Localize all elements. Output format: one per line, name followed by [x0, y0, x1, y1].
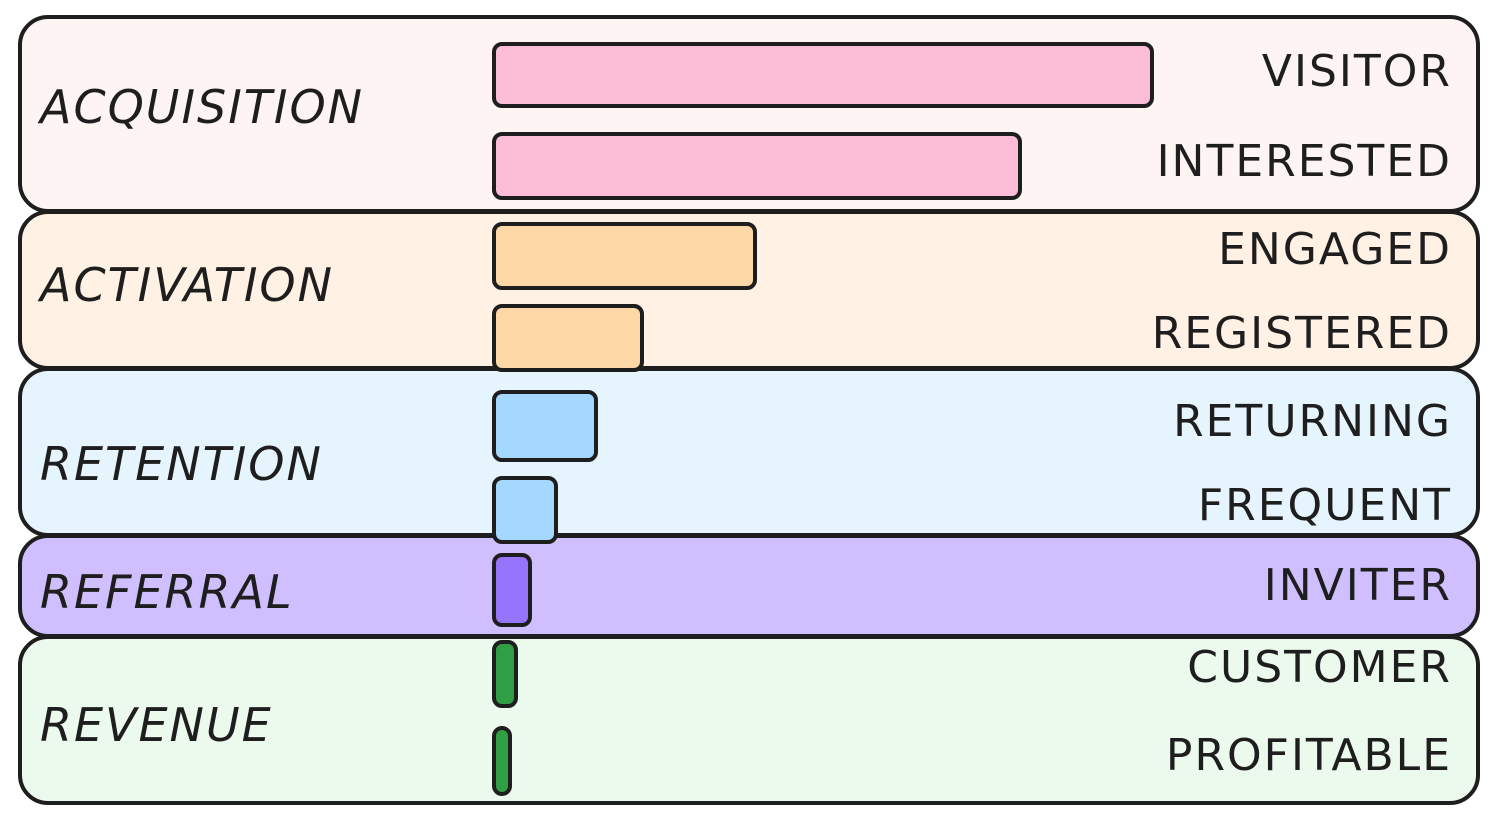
step-label: FREQUENT	[1197, 480, 1452, 531]
step-label: INTERESTED	[1156, 136, 1452, 187]
funnel-bar-registered	[492, 304, 645, 372]
funnel-bar-frequent	[492, 476, 559, 544]
step-label: CUSTOMER	[1187, 642, 1452, 693]
step-label: VISITOR	[1261, 46, 1452, 97]
step-label: ENGAGED	[1218, 224, 1452, 275]
funnel-bar-returning	[492, 390, 598, 462]
stage-label: ACTIVATION	[40, 258, 335, 312]
funnel-bar-engaged	[492, 222, 757, 290]
funnel-bar-profitable	[492, 726, 512, 796]
step-label: RETURNING	[1173, 396, 1452, 447]
stage-band-revenue	[18, 635, 1480, 805]
stage-label: REVENUE	[40, 698, 273, 752]
funnel-bar-visitor	[492, 42, 1154, 108]
funnel-bar-interested	[492, 132, 1022, 200]
funnel-bar-customer	[492, 640, 519, 708]
stage-label: REFERRAL	[40, 565, 294, 619]
stage-label: RETENTION	[40, 437, 323, 491]
step-label: PROFITABLE	[1165, 730, 1452, 781]
step-label: INVITER	[1263, 560, 1452, 611]
funnel-bar-inviter	[492, 553, 532, 627]
step-label: REGISTERED	[1151, 308, 1452, 359]
stage-label: ACQUISITION	[40, 80, 365, 134]
